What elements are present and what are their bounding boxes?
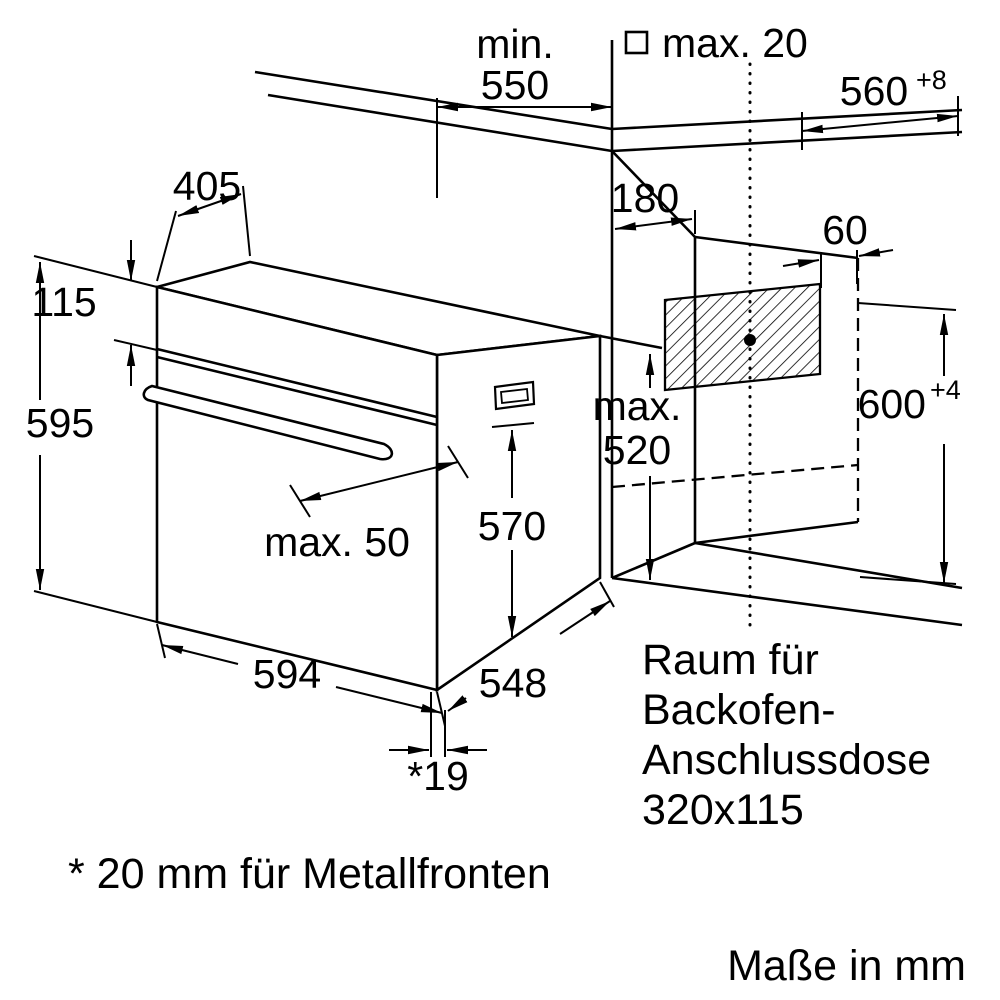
dim-label-600-tol: +4 <box>930 375 961 405</box>
dim-connection-offset: 180 <box>611 175 696 234</box>
dim-label-594: 594 <box>253 651 321 697</box>
oven-drawing <box>142 260 663 693</box>
door-top-edge <box>156 355 438 427</box>
dim-label-115: 115 <box>31 279 96 325</box>
dim-label-560: 560 <box>840 68 908 114</box>
extension-line <box>599 581 615 608</box>
extension-line <box>156 210 177 282</box>
dimension-line-left <box>161 644 239 665</box>
niche-back-bottom-edge <box>694 520 859 545</box>
extension-line <box>242 185 251 257</box>
dim-label-600: 600 <box>858 381 926 427</box>
hidden-bottom-edge <box>611 463 859 489</box>
dimension-line-left <box>447 695 468 712</box>
extension-line <box>857 302 957 311</box>
arrow-left <box>782 259 820 268</box>
arrow-right <box>858 248 894 257</box>
dim-label-595: 595 <box>26 400 94 446</box>
dimension-line <box>614 217 693 231</box>
extension-line <box>33 590 158 623</box>
dim-label-405: 405 <box>173 163 241 209</box>
oven-front-face <box>155 285 439 692</box>
extension-line <box>33 255 158 288</box>
dim-body-height: 570 <box>478 422 546 637</box>
dim-oven-width: 594 <box>156 623 446 727</box>
extension-line <box>436 691 446 727</box>
dimension-line <box>299 461 459 502</box>
connection-box-annotation: Raum für Backofen- Anschlussdose 320x115 <box>642 636 931 834</box>
dim-door-offset: *19 <box>389 692 487 799</box>
cabinet-drawing <box>254 40 963 632</box>
dimension-line <box>177 193 242 217</box>
dimension-line <box>801 113 959 134</box>
dim-niche-depth: min. 550 <box>436 21 612 198</box>
oven-top-back-edge-extension <box>599 334 663 350</box>
annotation-line-4: 320x115 <box>642 786 804 834</box>
dim-label-560-tol: +8 <box>916 65 947 95</box>
niche-bottom-receding-edge <box>611 541 696 580</box>
dim-connection-gap: 60 <box>782 207 894 288</box>
cabinet-top-front-edge <box>611 130 963 153</box>
dim-handle-depth: max. 50 <box>264 445 469 565</box>
dim-label-548: 548 <box>479 660 547 706</box>
connection-box-hatched-area <box>663 282 822 392</box>
dim-label-570: 570 <box>478 503 546 549</box>
units-note: Maße in mm <box>727 942 966 990</box>
dim-protrusion: max. 20 <box>624 20 808 66</box>
extension-line <box>156 623 166 659</box>
base-front-edge-lower <box>611 576 963 627</box>
extension-line <box>113 339 158 351</box>
dim-label-550: 550 <box>481 62 549 108</box>
dim-label-19: *19 <box>407 753 469 799</box>
annotation-line-2: Backofen- <box>642 686 836 734</box>
dim-label-max20: max. 20 <box>662 20 808 66</box>
dim-label-180: 180 <box>611 175 679 221</box>
footnote: * 20 mm für Metallfronten <box>68 850 551 898</box>
dim-label-520: 520 <box>603 427 671 473</box>
counter-front-edge <box>267 93 613 153</box>
door-handle <box>142 384 394 461</box>
control-panel-bottom-edge <box>156 347 438 419</box>
reference-tick <box>491 422 535 428</box>
side-vent-detail-inner <box>500 388 529 404</box>
dim-label-max50: max. 50 <box>264 519 410 565</box>
dim-panel-height: 115 <box>31 240 158 386</box>
cabinet-top-back-edge <box>611 108 963 131</box>
dim-label-60: 60 <box>822 207 868 253</box>
dim-label-max: max. <box>593 383 682 429</box>
dim-body-depth: 548 <box>447 581 615 712</box>
dim-plinth-clearance: max. 520 <box>593 354 682 580</box>
square-symbol <box>624 30 649 55</box>
dim-oven-height: 595 <box>26 255 158 623</box>
counter-back-edge <box>254 70 613 131</box>
dim-niche-width: 560 +8 <box>801 65 959 150</box>
dimension-line-right <box>335 686 443 714</box>
dim-niche-height: 600 +4 <box>857 302 961 585</box>
niche-back-top-edge <box>694 235 859 260</box>
dimension-line-right <box>559 600 611 635</box>
annotation-line-3: Anschlussdose <box>642 736 931 784</box>
dim-label-min: min. <box>476 21 553 67</box>
dim-top-depth: 405 <box>156 163 251 282</box>
annotation-line-1: Raum für <box>642 636 819 684</box>
